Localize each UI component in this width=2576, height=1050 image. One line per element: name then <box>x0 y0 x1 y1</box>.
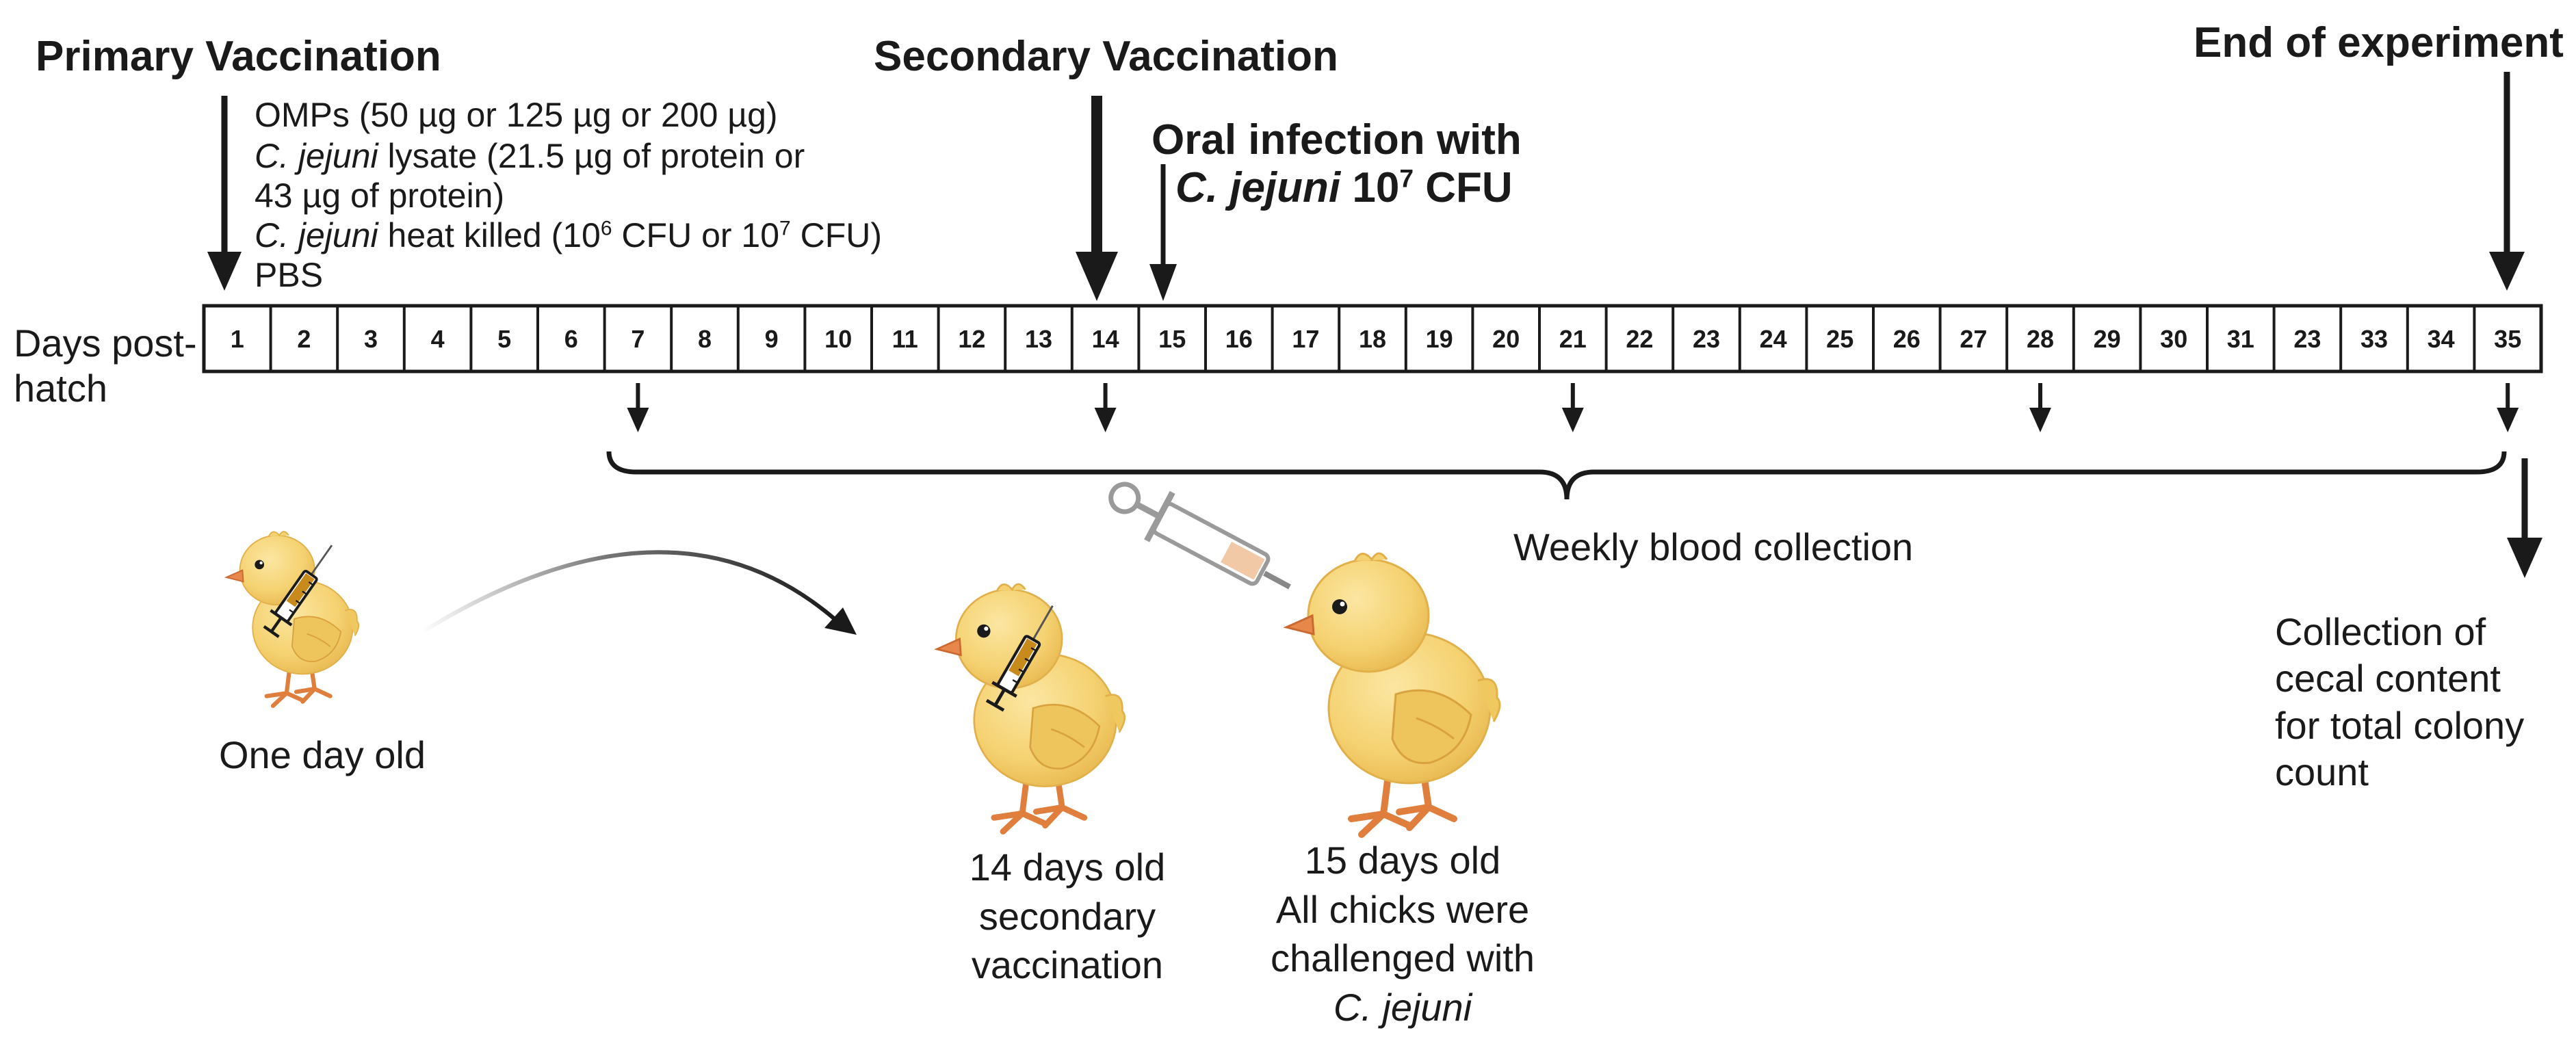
secondary-vaccination-arrow <box>1076 96 1118 301</box>
oral-species: C. jejuni <box>1175 164 1341 211</box>
treatment-omps: OMPs (50 µg or 125 µg or 200 µg) <box>255 96 778 134</box>
day-cell-26: 26 <box>1893 325 1921 353</box>
day-cell-30: 30 <box>2160 325 2187 353</box>
end-experiment-heading: End of experiment <box>2194 19 2564 66</box>
blood-arrow-day-28 <box>2029 383 2051 432</box>
day-cell-15: 15 <box>1158 325 1186 353</box>
oral-infection-arrow <box>1149 164 1177 301</box>
blood-collection-arrows <box>627 383 2519 432</box>
day-cell-32: 23 <box>2293 325 2321 353</box>
oral-infection-heading: Oral infection with <box>1152 116 1522 163</box>
fifteen-days-line1: 15 days old <box>1304 839 1501 882</box>
day-cell-8: 8 <box>698 325 712 353</box>
day-cell-6: 6 <box>564 325 578 353</box>
secondary-vaccination-heading: Secondary Vaccination <box>874 33 1338 80</box>
cecal-collection-label: Collection of cecal content for total co… <box>2275 609 2524 796</box>
day-cell-5: 5 <box>497 325 511 353</box>
day-cell-11: 11 <box>892 325 918 353</box>
fourteen-days-line2: secondary <box>978 894 1156 938</box>
oral-infection-dose: C. jejuni 107 CFU <box>1175 164 1513 212</box>
chick-icon <box>226 531 359 706</box>
chick-icon <box>1286 553 1500 835</box>
treatment-heat-c: CFU) <box>790 216 883 254</box>
cecal-line1: Collection of <box>2275 610 2486 653</box>
one-day-old-label: One day old <box>219 733 426 776</box>
axis-label-line1: Days post- <box>14 321 197 365</box>
treatment-heat-exp2: 7 <box>779 217 791 240</box>
timeline-frame <box>202 304 2543 373</box>
blood-arrow-day-14 <box>1094 383 1117 432</box>
treatment-lysate-rest: lysate (21.5 µg of protein or <box>378 137 805 175</box>
cecal-line4: count <box>2275 750 2369 793</box>
day-cell-7: 7 <box>631 325 645 353</box>
day-cell-19: 19 <box>1426 325 1453 353</box>
day-cell-27: 27 <box>1960 325 1987 353</box>
fifteen-days-line2: All chicks were <box>1275 887 1530 931</box>
treatment-lysate: C. jejuni lysate (21.5 µg of protein or <box>255 137 805 176</box>
treatment-heat-b: CFU or 10 <box>612 216 780 254</box>
fourteen-days-line3: vaccination <box>971 943 1164 987</box>
blood-arrow-day-35 <box>2497 383 2519 432</box>
day-cell-3: 3 <box>364 325 378 353</box>
cecal-collection-arrow <box>2507 458 2542 578</box>
treatment-pbs: PBS <box>255 256 324 294</box>
day-cell-31: 31 <box>2227 325 2254 353</box>
day-cell-17: 17 <box>1292 325 1319 353</box>
oral-dose-unit: CFU <box>1414 164 1513 211</box>
primary-vaccination-heading: Primary Vaccination <box>36 33 441 80</box>
day-cell-20: 20 <box>1492 325 1520 353</box>
fourteen-days-line1: 14 days old <box>969 845 1166 889</box>
day-cell-24: 24 <box>1760 325 1787 353</box>
treatment-lysate-cont: 43 µg of protein) <box>255 176 505 215</box>
day-cell-4: 4 <box>431 325 445 353</box>
fifteen-days-line3: challenged with <box>1270 936 1535 980</box>
day-cell-13: 13 <box>1025 325 1052 353</box>
treatment-lysate-species: C. jejuni <box>255 137 378 175</box>
treatment-heat-a: heat killed (10 <box>378 216 601 254</box>
day-cell-1: 1 <box>231 325 244 353</box>
fifteen-days-line4: C. jejuni <box>1333 986 1472 1029</box>
day-cell-34: 34 <box>2428 325 2455 353</box>
fifteen-days-label: 15 days old All chicks were challenged w… <box>1245 836 1560 1032</box>
axis-label-line2: hatch <box>14 367 107 410</box>
weekly-blood-brace <box>606 451 2507 500</box>
cecal-line2: cecal content <box>2275 657 2501 700</box>
blood-arrow-day-7 <box>627 383 649 432</box>
day-cell-29: 29 <box>2094 325 2121 353</box>
treatment-heat-killed: C. jejuni heat killed (106 CFU or 107 CF… <box>255 216 882 255</box>
day-cell-18: 18 <box>1359 325 1386 353</box>
day-cell-16: 16 <box>1225 325 1253 353</box>
end-experiment-arrow <box>2489 72 2525 291</box>
day-cell-35: 35 <box>2494 325 2521 353</box>
day-cell-14: 14 <box>1092 325 1119 353</box>
fourteen-days-label: 14 days old secondary vaccination <box>944 843 1191 990</box>
day-cell-21: 21 <box>1559 325 1587 353</box>
day-cell-28: 28 <box>2027 325 2054 353</box>
day-cell-25: 25 <box>1826 325 1853 353</box>
treatment-heat-species: C. jejuni <box>255 216 378 254</box>
chick-icon <box>937 584 1125 832</box>
day-cell-2: 2 <box>297 325 311 353</box>
day-cell-23: 23 <box>1693 325 1720 353</box>
day-cell-10: 10 <box>824 325 852 353</box>
oral-syringe-icon <box>1108 482 1291 590</box>
day-cell-9: 9 <box>765 325 779 353</box>
curved-arrow-icon <box>419 550 857 635</box>
oral-dose-exponent: 7 <box>1399 163 1414 193</box>
cecal-line3: for total colony <box>2275 703 2525 747</box>
day-cell-22: 22 <box>1626 325 1653 353</box>
blood-arrow-day-21 <box>1561 383 1584 432</box>
oral-dose-base: 10 <box>1352 164 1400 211</box>
weekly-blood-label: Weekly blood collection <box>1513 525 1914 568</box>
treatment-heat-exp1: 6 <box>600 217 612 240</box>
oral-dose-space <box>1340 164 1352 211</box>
primary-vaccination-arrow <box>207 96 242 291</box>
day-cell-33: 33 <box>2360 325 2388 353</box>
day-cell-12: 12 <box>958 325 985 353</box>
